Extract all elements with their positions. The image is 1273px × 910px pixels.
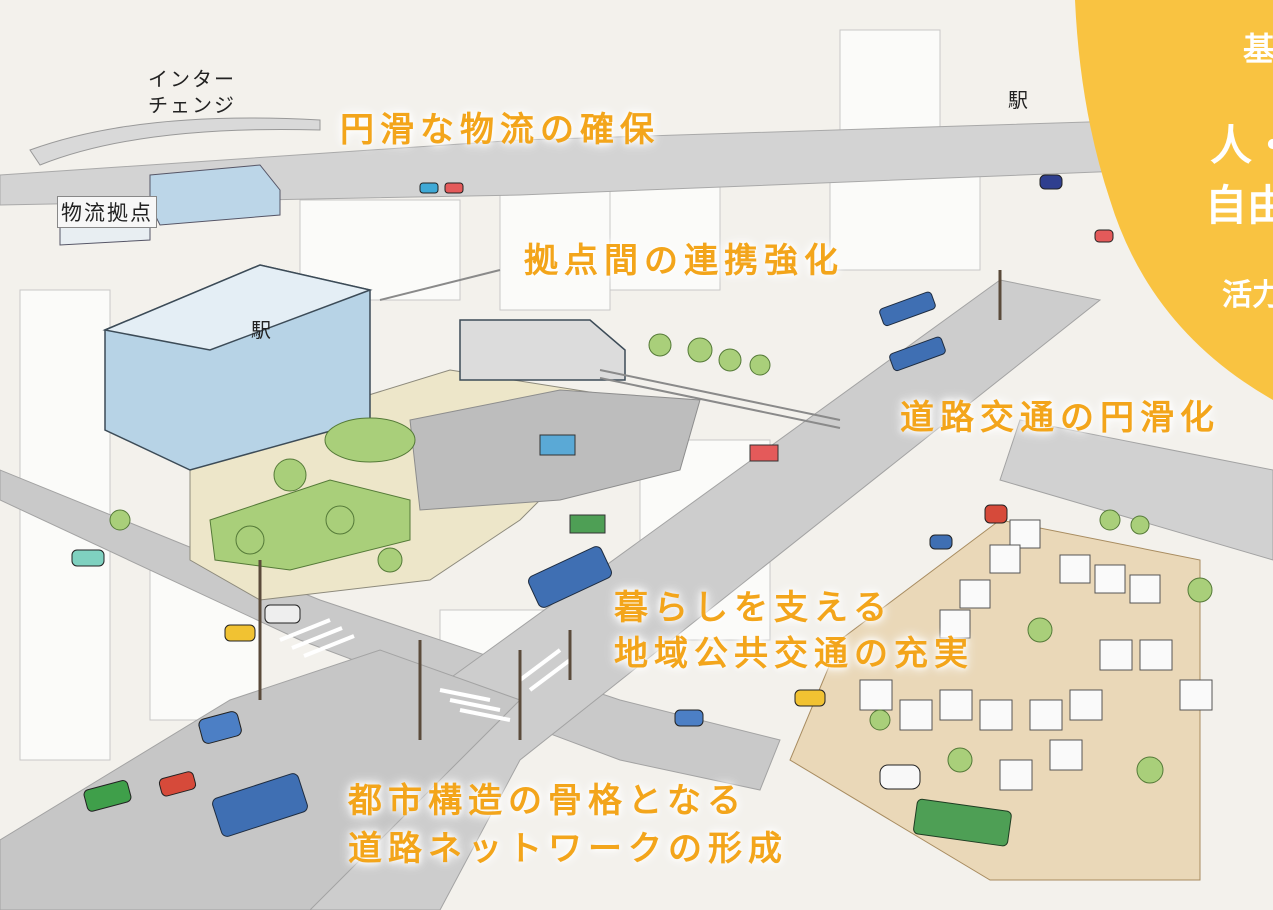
caption-road-traffic: 道路交通の円滑化 xyxy=(900,398,1220,438)
houses xyxy=(859,519,1213,791)
bus-center xyxy=(528,546,612,608)
bus-upper xyxy=(879,291,936,327)
interchange-ramp xyxy=(29,117,321,166)
caption-public-transport-line1: 暮らしを支える xyxy=(614,588,893,628)
bus-green xyxy=(913,798,1012,847)
policy-panel-line2: 人・ xyxy=(1210,121,1273,170)
station-building xyxy=(102,264,626,471)
policy-panel-line1: 基 xyxy=(1243,30,1273,68)
bus-upper2 xyxy=(889,336,946,372)
caption-public-transport-line2: 地域公共交通の充実 xyxy=(614,634,974,674)
vehicles xyxy=(71,174,1114,847)
policy-panel-line4: 活力 xyxy=(1222,278,1273,313)
interchange-label-line2: チェンジ xyxy=(148,93,236,117)
bus-bottom xyxy=(212,773,308,837)
caption-road-network-line1: 都市構造の骨格となる xyxy=(348,781,747,821)
logistics-hub-label: 物流拠点 xyxy=(57,196,157,228)
caption-smooth-logistics: 円滑な物流の確保 xyxy=(340,110,660,150)
crosswalks xyxy=(279,618,572,722)
residential-trees xyxy=(869,509,1213,784)
utility-poles xyxy=(258,270,1002,740)
policy-panel-line3: 自由 xyxy=(1205,181,1273,230)
park xyxy=(109,333,771,573)
interchange-label-line1: インター xyxy=(148,67,236,91)
station-main-label: 駅 xyxy=(251,318,273,342)
caption-hub-linkage: 拠点間の連携強化 xyxy=(524,241,844,281)
station-top-label: 駅 xyxy=(1008,88,1030,112)
policy-panel-shape xyxy=(1075,0,1273,400)
caption-road-network-line2: 道路ネットワークの形成 xyxy=(348,829,788,869)
arterial-road-right xyxy=(999,419,1273,561)
rail-line xyxy=(379,269,841,429)
interchange-label: インター チェンジ xyxy=(148,66,236,118)
caption-public-transport: 暮らしを支える 地域公共交通の充実 xyxy=(614,585,974,677)
caption-road-network: 都市構造の骨格となる 道路ネットワークの形成 xyxy=(348,777,788,873)
